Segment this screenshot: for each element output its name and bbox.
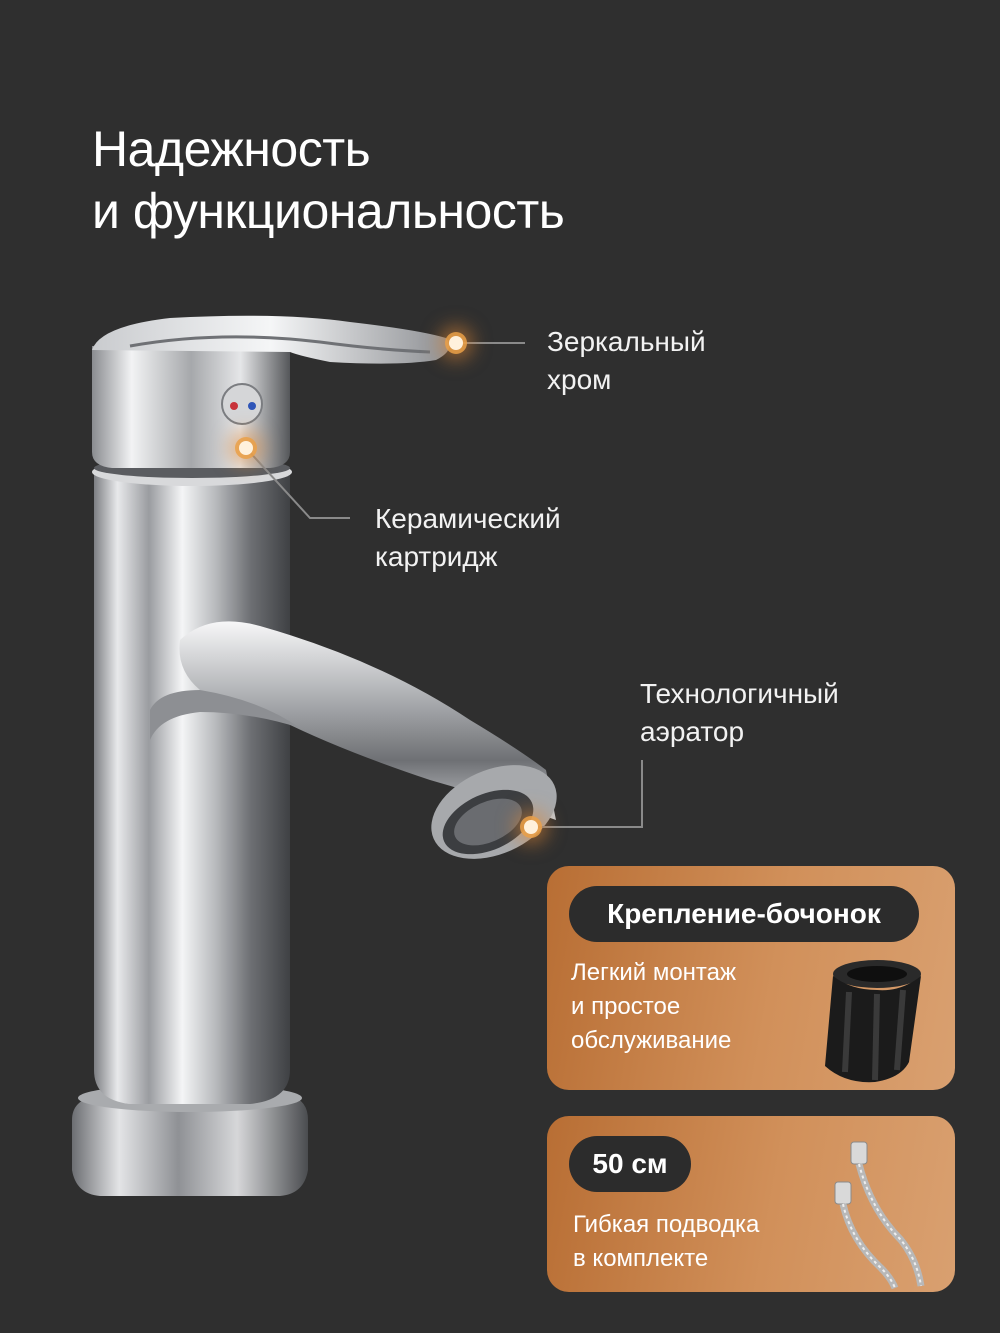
callout-cartridge: Керамический картридж xyxy=(375,500,561,576)
title-line-2: и функциональность xyxy=(92,183,565,239)
cartridge-marker xyxy=(239,441,253,455)
hose-desc-line-1: Гибкая подводка xyxy=(573,1211,760,1238)
hose-desc-line-2: в комплекте xyxy=(573,1245,709,1272)
mount-description: Легкий монтаж и простое обслуживание xyxy=(571,956,736,1058)
callout-cartridge-line-2: картридж xyxy=(375,541,498,572)
title-line-1: Надежность xyxy=(92,121,371,177)
mount-desc-line-1: Легкий монтаж xyxy=(571,959,737,986)
callout-cartridge-line-1: Керамический xyxy=(375,503,561,534)
mount-badge: Крепление-бочонок xyxy=(569,886,919,942)
aerator-marker xyxy=(524,820,538,834)
mount-feature-card: Крепление-бочонок Легкий монтаж и просто… xyxy=(547,866,955,1090)
callout-aerator-line-1: Технологичный xyxy=(640,678,839,709)
callout-chrome-line-1: Зеркальный xyxy=(547,326,706,357)
mount-desc-line-2: и простое xyxy=(571,993,681,1020)
mount-desc-line-3: обслуживание xyxy=(571,1027,732,1054)
callout-chrome: Зеркальный хром xyxy=(547,323,706,399)
callout-aerator-line-2: аэратор xyxy=(640,716,745,747)
hose-length-badge: 50 см xyxy=(569,1136,691,1192)
page-title: Надежность и функциональность xyxy=(92,118,565,242)
hose-feature-card: 50 см Гибкая подводка в комплекте xyxy=(547,1116,955,1292)
hose-description: Гибкая подводка в комплекте xyxy=(573,1208,759,1276)
callout-aerator: Технологичный аэратор xyxy=(640,675,839,751)
chrome-marker xyxy=(449,336,463,350)
callout-chrome-line-2: хром xyxy=(547,364,612,395)
barrel-mount-icon xyxy=(825,960,921,1083)
flexible-hose-icon xyxy=(834,1141,925,1290)
